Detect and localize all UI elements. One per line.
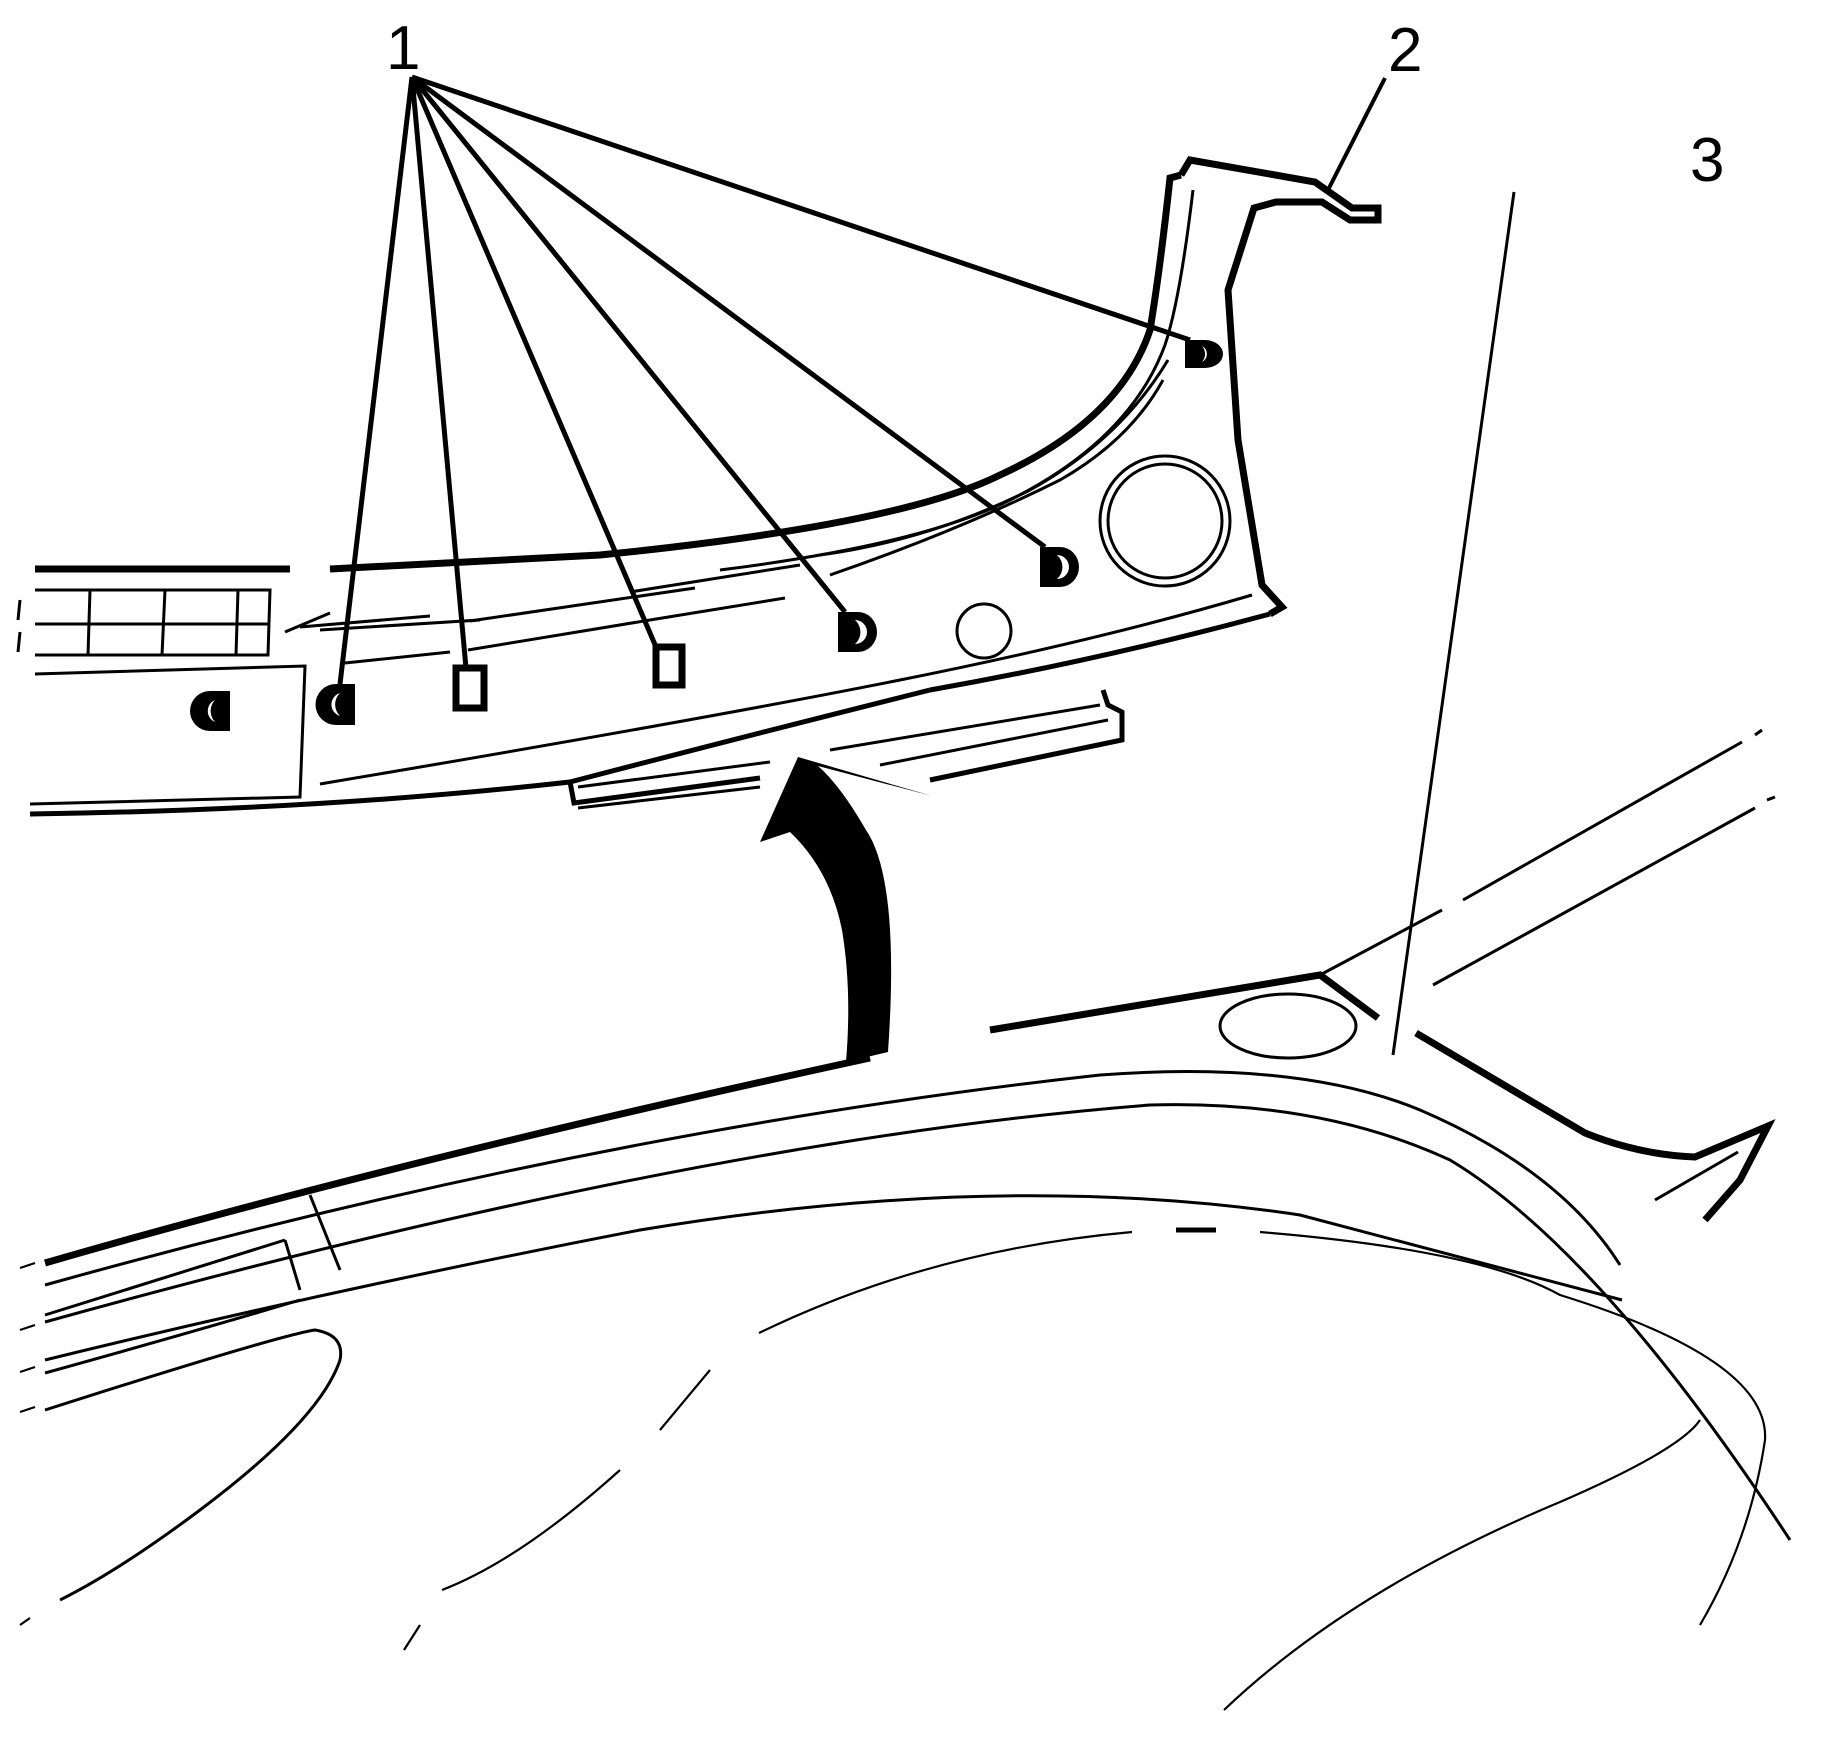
body-cowl xyxy=(19,728,1792,1711)
trim-panel xyxy=(16,156,1382,817)
leader-lines xyxy=(337,74,1516,1056)
clip-icon xyxy=(315,684,355,725)
callout-1: 1 xyxy=(386,14,421,83)
square-clip-icon xyxy=(652,643,686,689)
callout-2: 2 xyxy=(1388,16,1423,85)
callout-3: 3 xyxy=(1690,126,1725,195)
clip-icon xyxy=(1185,340,1223,368)
install-arrow xyxy=(760,757,932,1062)
square-clip-icon xyxy=(452,664,488,712)
retaining-clips xyxy=(190,340,1223,731)
clip-icon xyxy=(190,691,230,731)
clip-icon xyxy=(1040,547,1079,587)
clip-icon xyxy=(838,612,877,652)
